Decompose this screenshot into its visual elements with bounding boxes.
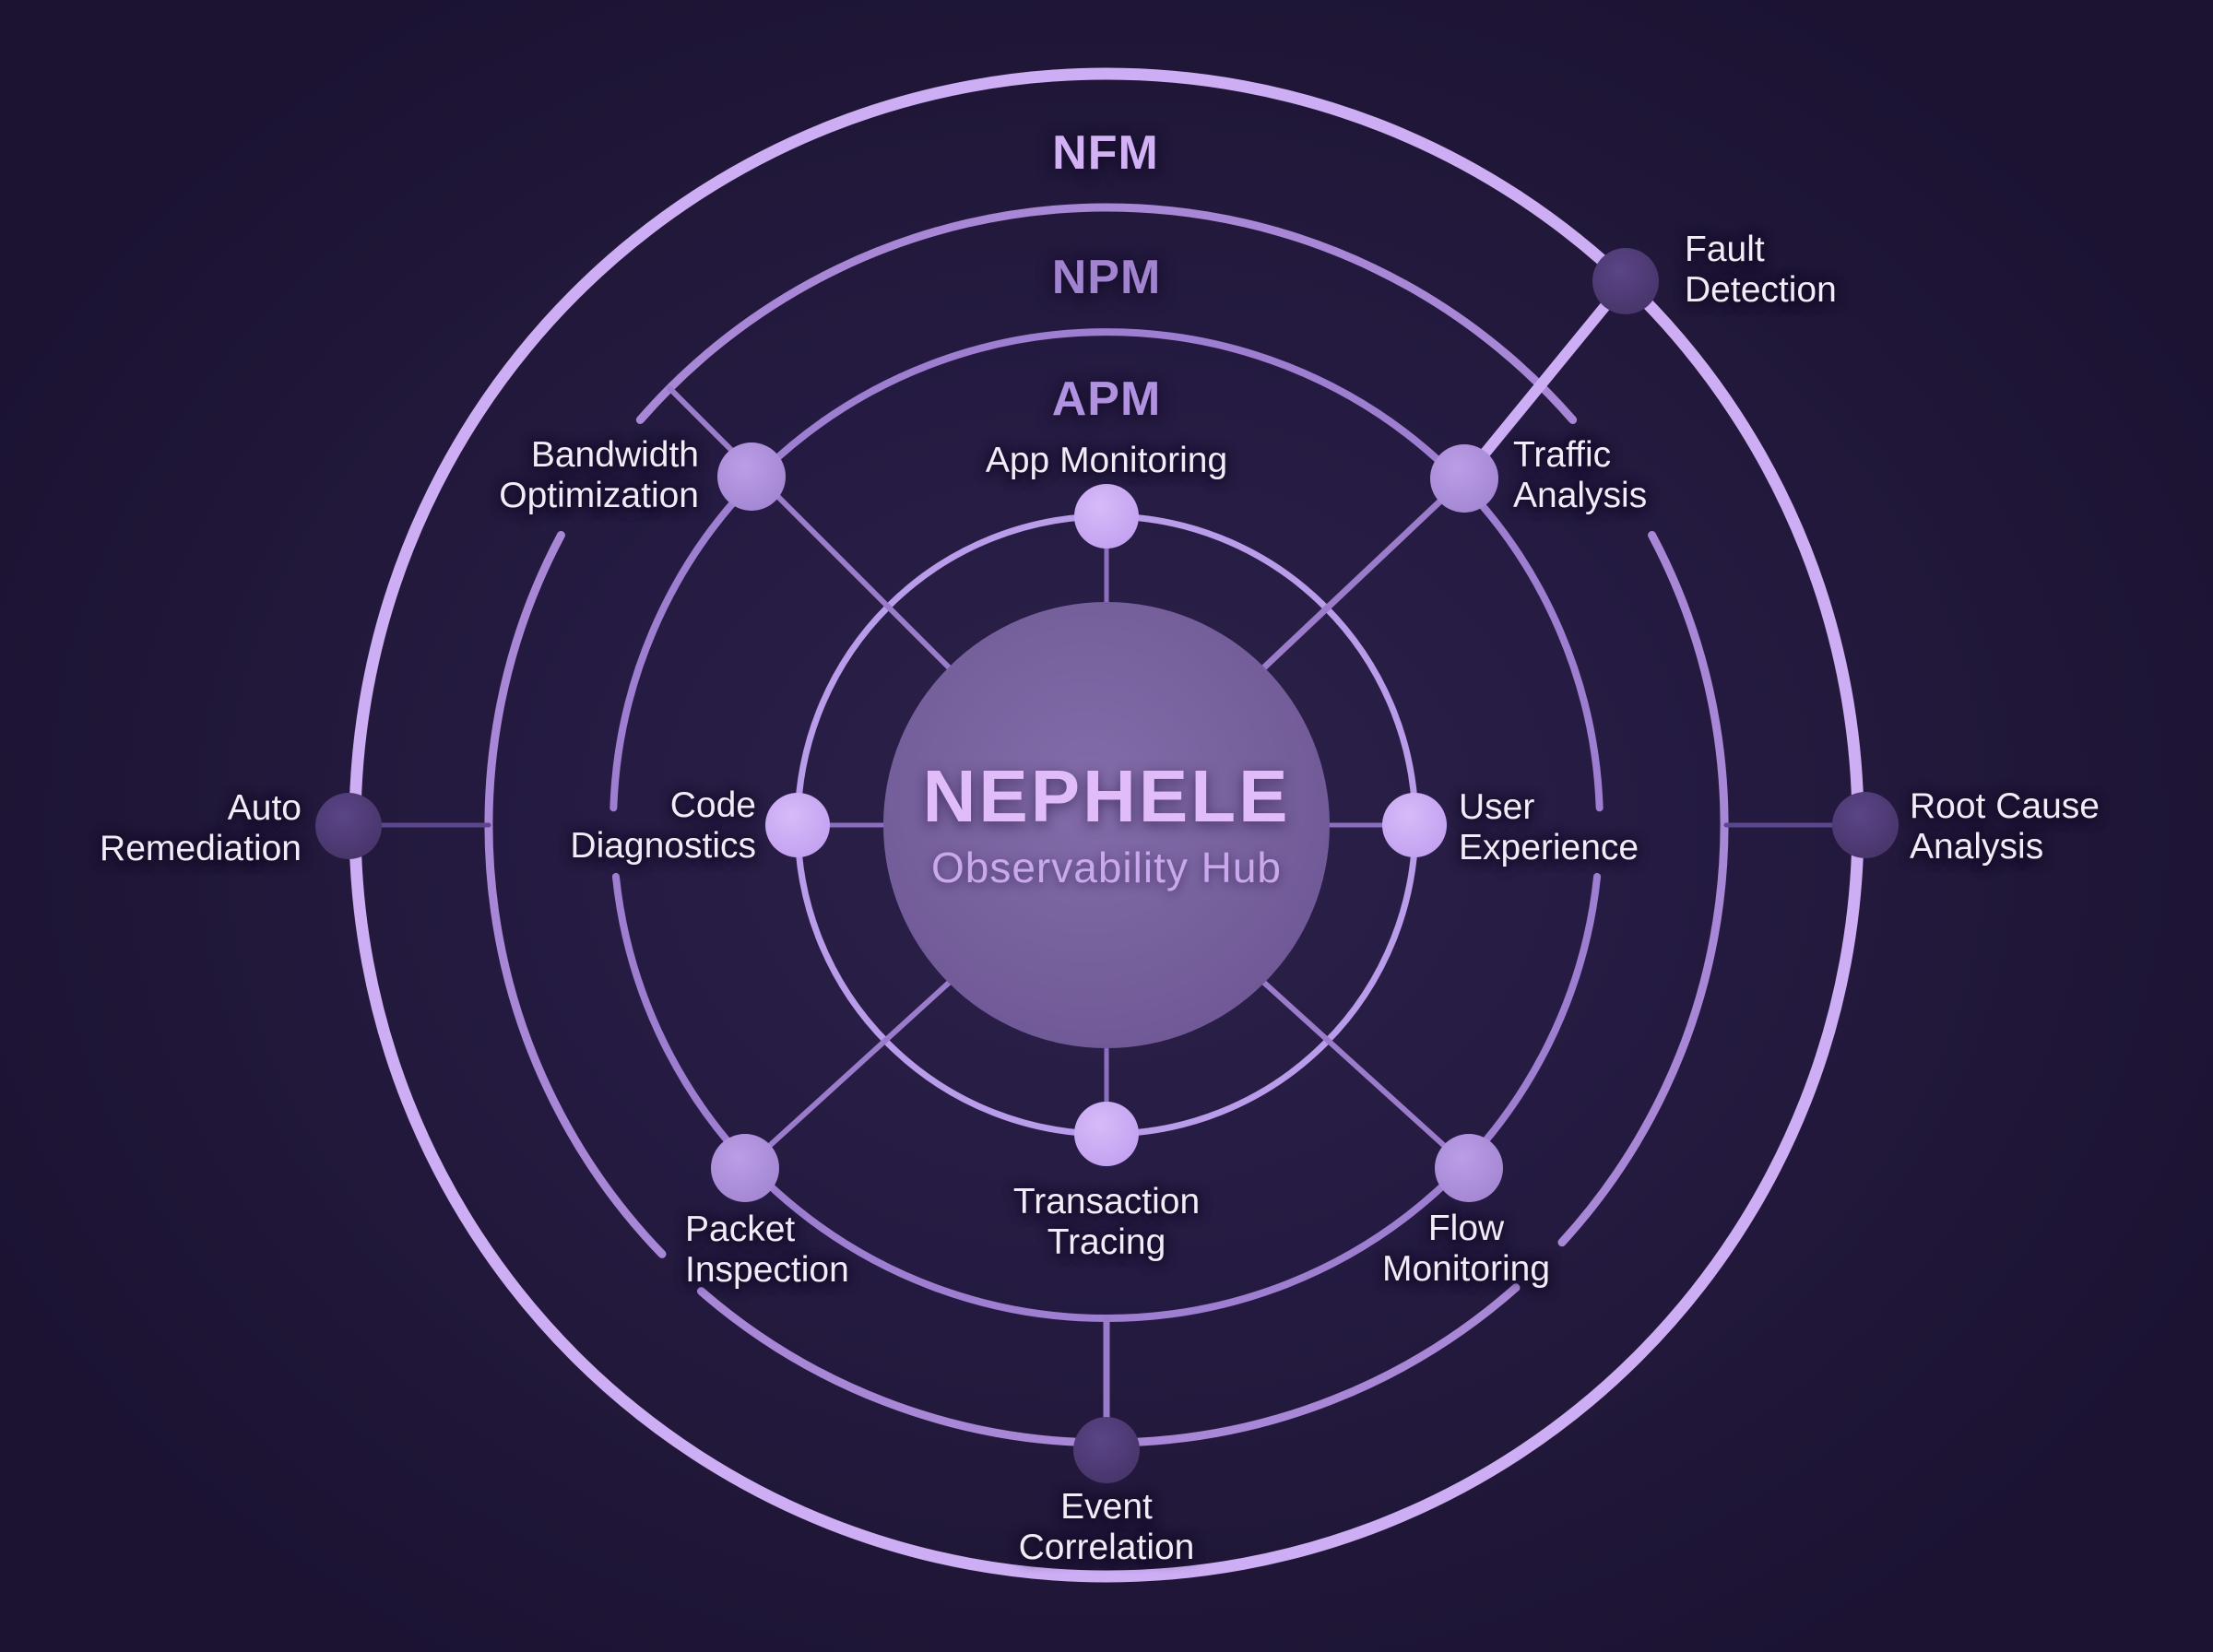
node-label-root-cause-analysis: Root Cause Analysis (1910, 786, 2100, 867)
spoke-traffic-fault-detection (1459, 276, 1631, 484)
node-label-auto-remediation: Auto Remediation (100, 788, 302, 868)
node-traffic-analysis (1430, 444, 1498, 513)
node-label-code-diagnostics: Code Diagnostics (570, 785, 756, 866)
hub-subtitle: Observability Hub (930, 844, 1283, 891)
spoke-hub-packet-inspection (742, 980, 952, 1171)
hub-circle (883, 602, 1330, 1048)
node-label-packet-inspection: Packet Inspection (685, 1210, 849, 1290)
node-label-user-experience: User Experience (1459, 787, 1639, 867)
node-app-monitoring (1074, 484, 1139, 549)
node-fault-detection (1592, 248, 1659, 314)
node-label-transaction-tracing: Transaction Tracing (1012, 1182, 1201, 1262)
node-label-traffic-analysis: Traffic Analysis (1513, 435, 1648, 515)
node-label-fault-detection: Fault Detection (1685, 230, 1837, 310)
node-label-event-correlation: Event Correlation (1018, 1487, 1195, 1567)
node-code-diagnostics (765, 793, 830, 857)
ring-label-nfm: NFM (1052, 126, 1159, 180)
node-bandwidth-optimization (717, 442, 786, 511)
node-transaction-tracing (1074, 1102, 1139, 1166)
spoke-hub-traffic-analysis (1260, 475, 1468, 671)
hub-title: NEPHELE (922, 755, 1291, 837)
node-user-experience (1382, 793, 1447, 857)
node-auto-remediation (315, 793, 382, 859)
ring-label-npm: NPM (1051, 251, 1162, 304)
spoke-hub-bandwidth-optimization (667, 385, 952, 670)
node-label-app-monitoring: App Monitoring (985, 441, 1228, 480)
node-root-cause-analysis (1832, 792, 1899, 858)
spoke-hub-flow-monitoring (1261, 980, 1472, 1171)
node-flow-monitoring (1435, 1134, 1503, 1202)
ring-label-apm: APM (1051, 372, 1162, 426)
node-event-correlation (1073, 1417, 1140, 1483)
node-packet-inspection (711, 1134, 779, 1202)
node-label-bandwidth-optimization: Bandwidth Optimization (499, 435, 699, 515)
node-label-flow-monitoring: Flow Monitoring (1381, 1209, 1551, 1289)
